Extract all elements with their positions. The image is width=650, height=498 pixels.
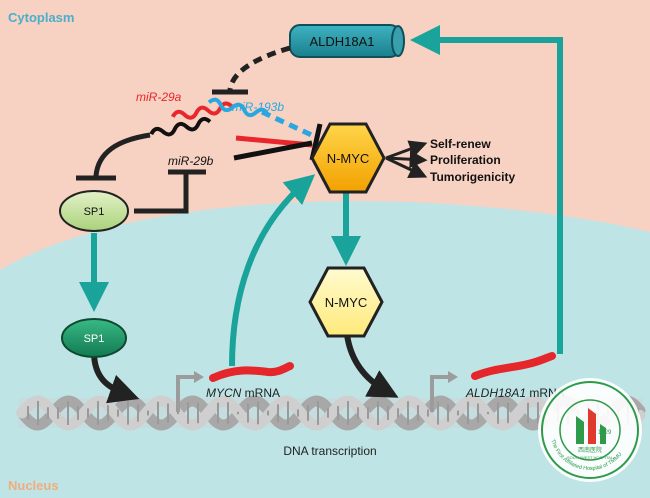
outcome-proliferation: Proliferation: [430, 153, 501, 167]
nmyc-nuclear-label: N-MYC: [325, 295, 368, 310]
sp1-nuclear-label: SP1: [84, 333, 105, 345]
sp1-nuclear: SP1: [61, 318, 127, 358]
mycn-promoter-arrowhead: [194, 371, 204, 383]
aldh18a1-mrna-strand: [471, 352, 556, 380]
logo-emblem-right: [600, 424, 606, 444]
nucleus-label: Nucleus: [8, 478, 59, 493]
outcome-self-renew: Self-renew: [430, 137, 491, 151]
sp1-inhibits-mir29b: [134, 174, 189, 214]
aldh18a1-label: ALDH18A1: [309, 34, 374, 49]
aldh18a1-protein: ALDH18A1: [289, 24, 405, 58]
outcome-tumorigenicity: Tumorigenicity: [430, 170, 515, 184]
tumorigenicity-arrow: [385, 156, 428, 178]
mycn-promoter-flag: [176, 375, 198, 412]
logo-year: 1929: [598, 430, 612, 436]
mir29-inhibits-sp1: [93, 132, 151, 177]
sp1-cytoplasmic: SP1: [59, 190, 129, 232]
logo-name-en: SOUTHWEST HOSPITAL: [567, 455, 614, 460]
mir29a-label: miR-29a: [136, 90, 182, 104]
selfrenew-arrow: [385, 140, 428, 160]
dna-transcription-label: DNA transcription: [283, 444, 376, 458]
mycn-translation-arrow: [229, 174, 316, 367]
sp1-binding-arrow: [91, 351, 140, 404]
logo-emblem-center: [588, 408, 596, 444]
mir193b-inhibits-nmyc: [260, 109, 320, 141]
mir193b-strand: [207, 97, 270, 118]
nmyc-cytoplasmic: N-MYC: [310, 122, 386, 194]
aldh18a1-inhibits-mir193b: [227, 45, 291, 91]
mir29b-label: miR-29b: [168, 154, 214, 168]
aldh-promoter-arrowhead: [448, 371, 458, 383]
cytoplasm-label: Cytoplasm: [8, 10, 74, 25]
sp1-cytoplasmic-label: SP1: [84, 206, 105, 218]
mycn-mrna-strand: [209, 362, 294, 382]
aldh-promoter-flag: [430, 375, 452, 412]
nmyc-nuclear: N-MYC: [308, 266, 384, 338]
mir29b-inhibits-nmyc: [233, 140, 313, 161]
mycn-mrna-label: MYCN mRNA: [206, 386, 280, 400]
mir193b-label: miR-193b: [232, 100, 284, 114]
mir29b-strand: [149, 116, 212, 137]
proliferation-arrow: [385, 150, 428, 169]
logo-emblem-left: [576, 416, 584, 444]
logo-name-cn: 西南医院: [578, 446, 602, 454]
aldh18a1-translation-arrow: [410, 25, 563, 354]
nmyc-cytoplasmic-label: N-MYC: [327, 151, 370, 166]
hospital-logo: 1929 西南医院 SOUTHWEST HOSPITAL The First A…: [538, 378, 642, 482]
